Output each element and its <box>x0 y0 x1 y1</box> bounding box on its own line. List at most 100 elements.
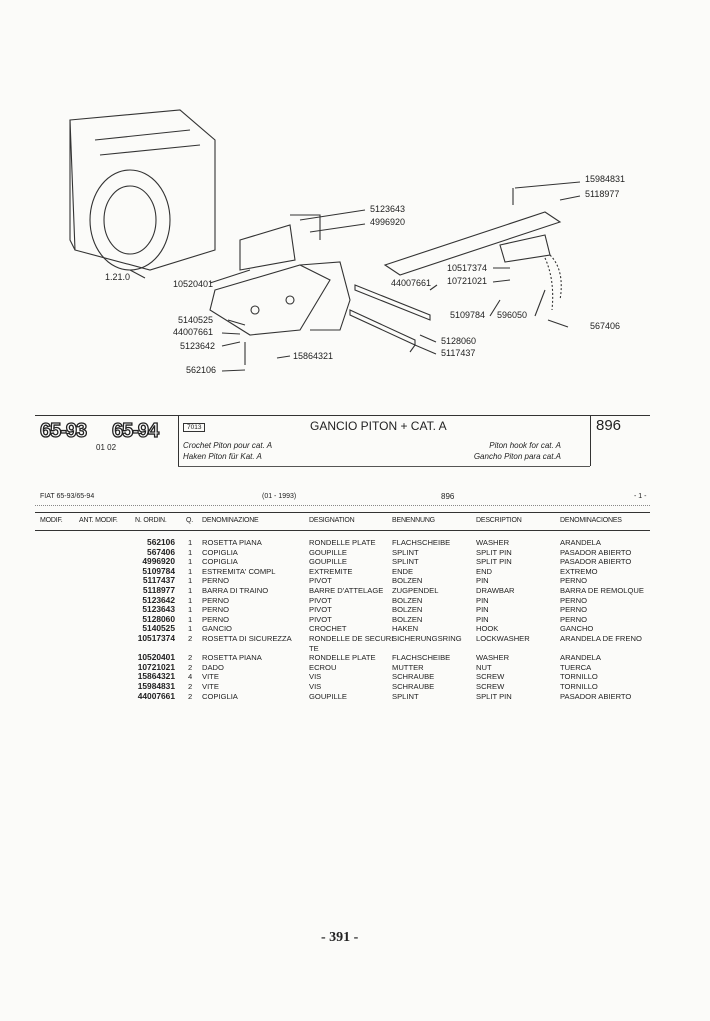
name-en: WASHER <box>476 538 510 547</box>
listing-date: (01 - 1993) <box>262 493 297 500</box>
name-en: HOOK <box>476 624 499 634</box>
callout: 5118977 <box>585 189 619 199</box>
quantity: 1 <box>188 566 193 576</box>
callout: 10721021 <box>447 276 487 286</box>
name-it: PERNO <box>202 595 230 605</box>
name-it: PERNO <box>202 605 230 615</box>
name-en: SPLIT PIN <box>476 691 512 701</box>
part-number: 5118977 <box>142 585 175 595</box>
rule <box>35 505 650 506</box>
name-fr-cont: TE <box>309 643 319 653</box>
quantity: 1 <box>188 614 193 624</box>
col-n-ordin: N. ORDIN. <box>135 517 167 524</box>
name-fr: RONDELLE PLATE <box>309 653 376 663</box>
name-de: SICHERUNGSRING <box>392 634 462 643</box>
name-fr: PIVOT <box>309 605 332 615</box>
name-en: PIN <box>476 605 489 615</box>
drawbar <box>383 211 562 276</box>
name-es: ARANDELA <box>560 538 601 547</box>
name-en: PIN <box>476 595 489 605</box>
name-es: ARANDELA <box>560 653 601 663</box>
quantity: 1 <box>188 557 193 567</box>
model-code: 01 02 <box>96 443 117 452</box>
part-number: 10517374 <box>137 633 175 643</box>
name-de: ZUGPENDEL <box>392 586 439 595</box>
callout: 4996920 <box>370 217 405 227</box>
name-fr: RONDELLE PLATE <box>309 538 376 547</box>
callout: 5140525 <box>178 315 213 325</box>
name-en: DRAWBAR <box>476 586 515 595</box>
name-fr: ECROU <box>309 662 337 672</box>
name-fr: VIS <box>309 672 322 682</box>
name-it: COPIGLIA <box>202 691 238 701</box>
part-number: 5140525 <box>142 623 175 634</box>
name-en: WASHER <box>476 653 510 663</box>
listing-sheet: - 1 - <box>634 493 647 500</box>
name-en: SCREW <box>476 672 505 682</box>
callout: 5123642 <box>180 341 215 351</box>
rule <box>35 512 650 513</box>
name-it: DADO <box>202 662 224 672</box>
name-es: PASADOR ABIERTO <box>560 557 632 567</box>
quantity: 2 <box>188 662 193 672</box>
name-it: VITE <box>202 682 219 691</box>
name-fr: PIVOT <box>309 576 332 586</box>
part-number: 15984831 <box>137 681 175 691</box>
listing-model: FIAT 65-93/65-94 <box>40 493 95 500</box>
name-it: ROSETTA PIANA <box>202 538 262 547</box>
name-fr: GOUPILLE <box>309 557 347 567</box>
quantity: 2 <box>188 691 193 701</box>
name-de: ENDE <box>392 566 414 576</box>
name-fr: PIVOT <box>309 614 332 624</box>
part-number: 5123643 <box>142 604 175 615</box>
callout: 10520401 <box>173 279 213 289</box>
part-number: 4996920 <box>142 556 175 567</box>
name-fr: GOUPILLE <box>309 547 347 557</box>
col-modif: MODIF. <box>40 517 63 524</box>
header-top-rule <box>35 415 650 416</box>
name-es: TUERCA <box>560 662 592 672</box>
col-q: Q. <box>186 517 193 524</box>
name-en: PIN <box>476 614 489 624</box>
quantity: 1 <box>188 538 193 547</box>
callout: 562106 <box>186 365 216 375</box>
name-de: FLACHSCHEIBE <box>392 653 451 663</box>
name-de: SCHRAUBE <box>392 672 435 682</box>
name-en: END <box>476 566 493 576</box>
model-logo-2: 65-94 <box>111 419 159 442</box>
callout: 44007661 <box>391 278 431 288</box>
exploded-diagram: 15984831 5118977 5123643 4996920 1.21.0 … <box>69 109 625 375</box>
page-number: - 391 - <box>321 930 359 945</box>
col-ant-modif: ANT. MODIF. <box>79 517 118 524</box>
part-number: 5109784 <box>142 565 175 576</box>
callout: 44007661 <box>173 327 213 337</box>
name-de: BOLZEN <box>392 605 423 615</box>
diagram-labels: 15984831 5118977 5123643 4996920 1.21.0 … <box>105 174 625 375</box>
name-de: SCHRAUBE <box>392 682 435 691</box>
part-number: 44007661 <box>137 690 175 701</box>
bracket <box>209 264 331 336</box>
name-fr: PIVOT <box>309 595 332 605</box>
part-number: 5123642 <box>142 594 175 605</box>
name-en: NUT <box>476 662 492 672</box>
name-fr: GOUPILLE <box>309 691 347 701</box>
group-code: 7013 <box>183 423 206 432</box>
name-de: MUTTER <box>392 662 424 672</box>
name-fr: CROCHET <box>309 624 347 634</box>
name-en: SCREW <box>476 682 505 691</box>
name-fr: RONDELLE DE SECURI <box>309 634 394 643</box>
part-number: 5128060 <box>142 613 175 624</box>
quantity: 1 <box>188 547 193 557</box>
quantity: 1 <box>188 576 193 586</box>
quantity: 4 <box>188 672 193 682</box>
name-it: COPIGLIA <box>202 557 238 567</box>
page-title: GANCIO PITON + CAT. A <box>310 419 447 433</box>
name-es: TORNILLO <box>560 672 598 682</box>
